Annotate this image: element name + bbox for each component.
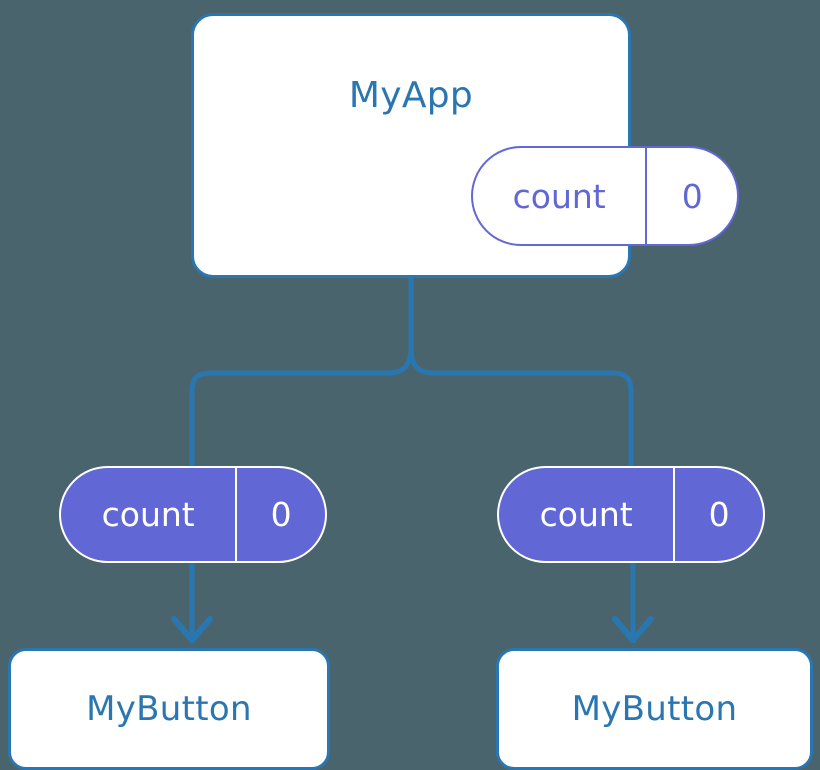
state-pill-value: 0 bbox=[645, 148, 737, 244]
branch-line-right bbox=[408, 346, 634, 466]
state-pill-value: 0 bbox=[235, 468, 325, 561]
state-pill-key: count bbox=[539, 495, 633, 534]
state-pill-myapp-count[interactable]: count 0 bbox=[471, 146, 739, 246]
component-box-myapp[interactable]: MyApp count 0 bbox=[191, 13, 739, 278]
component-box-mybutton-left[interactable]: MyButton bbox=[8, 648, 330, 770]
state-pill-left-count[interactable]: count 0 bbox=[59, 466, 327, 563]
component-label-myapp: MyApp bbox=[348, 75, 474, 116]
component-box-mybutton-right[interactable]: MyButton bbox=[496, 648, 813, 770]
state-pill-key: count bbox=[101, 495, 195, 534]
state-pill-right-count[interactable]: count 0 bbox=[497, 466, 765, 563]
component-label-mybutton: MyButton bbox=[86, 689, 252, 729]
arrow-head-right bbox=[612, 616, 654, 643]
branch-line-left bbox=[189, 346, 414, 466]
arrow-head-left bbox=[171, 616, 213, 643]
state-pill-key: count bbox=[512, 176, 606, 216]
state-pill-value: 0 bbox=[673, 468, 763, 561]
component-label-mybutton: MyButton bbox=[571, 689, 738, 729]
